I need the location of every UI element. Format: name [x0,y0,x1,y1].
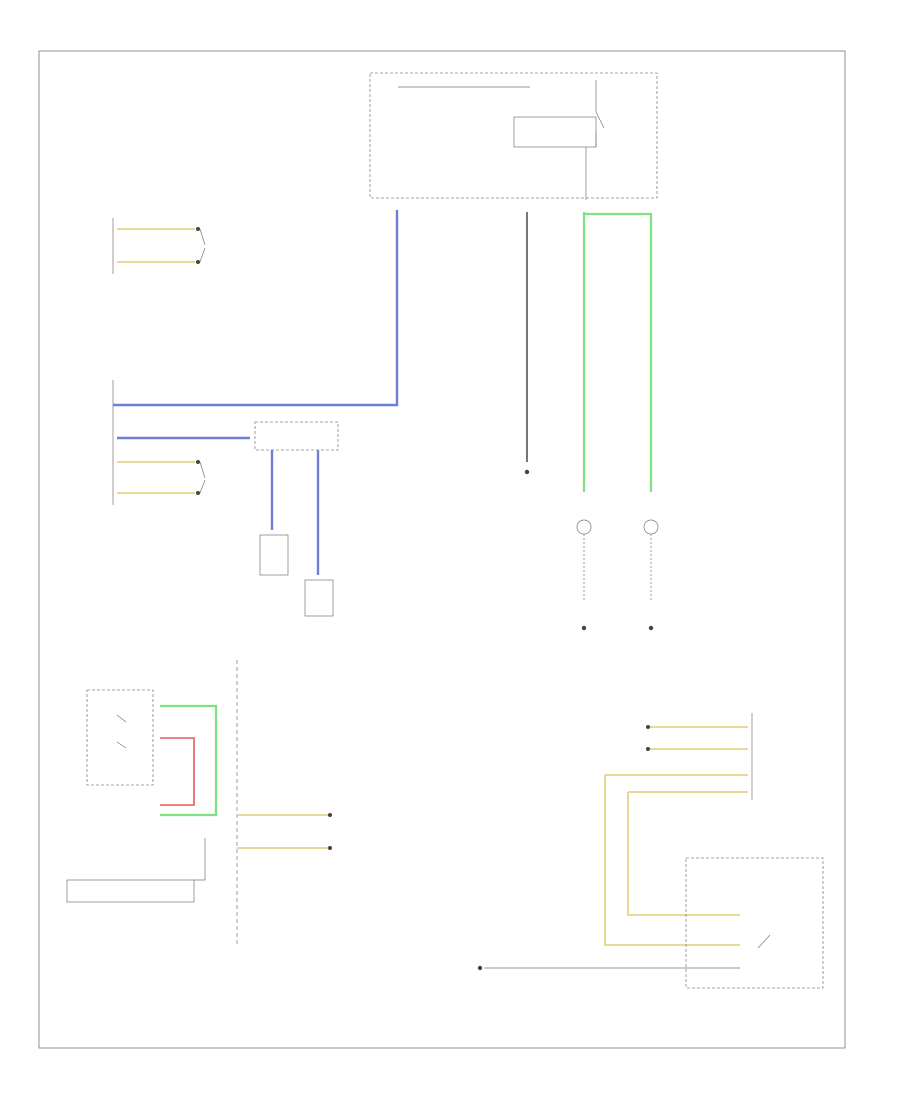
blue-wire-top [113,210,399,407]
lamp-left [576,519,592,631]
lower-right-transmission [477,713,824,989]
middle-sensor-module [254,421,339,617]
lamp-right [643,519,659,631]
top-control-module [369,72,658,200]
diagram-frame [38,50,846,1049]
upper-left-connector [112,218,206,274]
lower-left-transmission [66,660,332,945]
middle-left-connector [112,380,250,505]
green-wire-right [584,212,653,492]
